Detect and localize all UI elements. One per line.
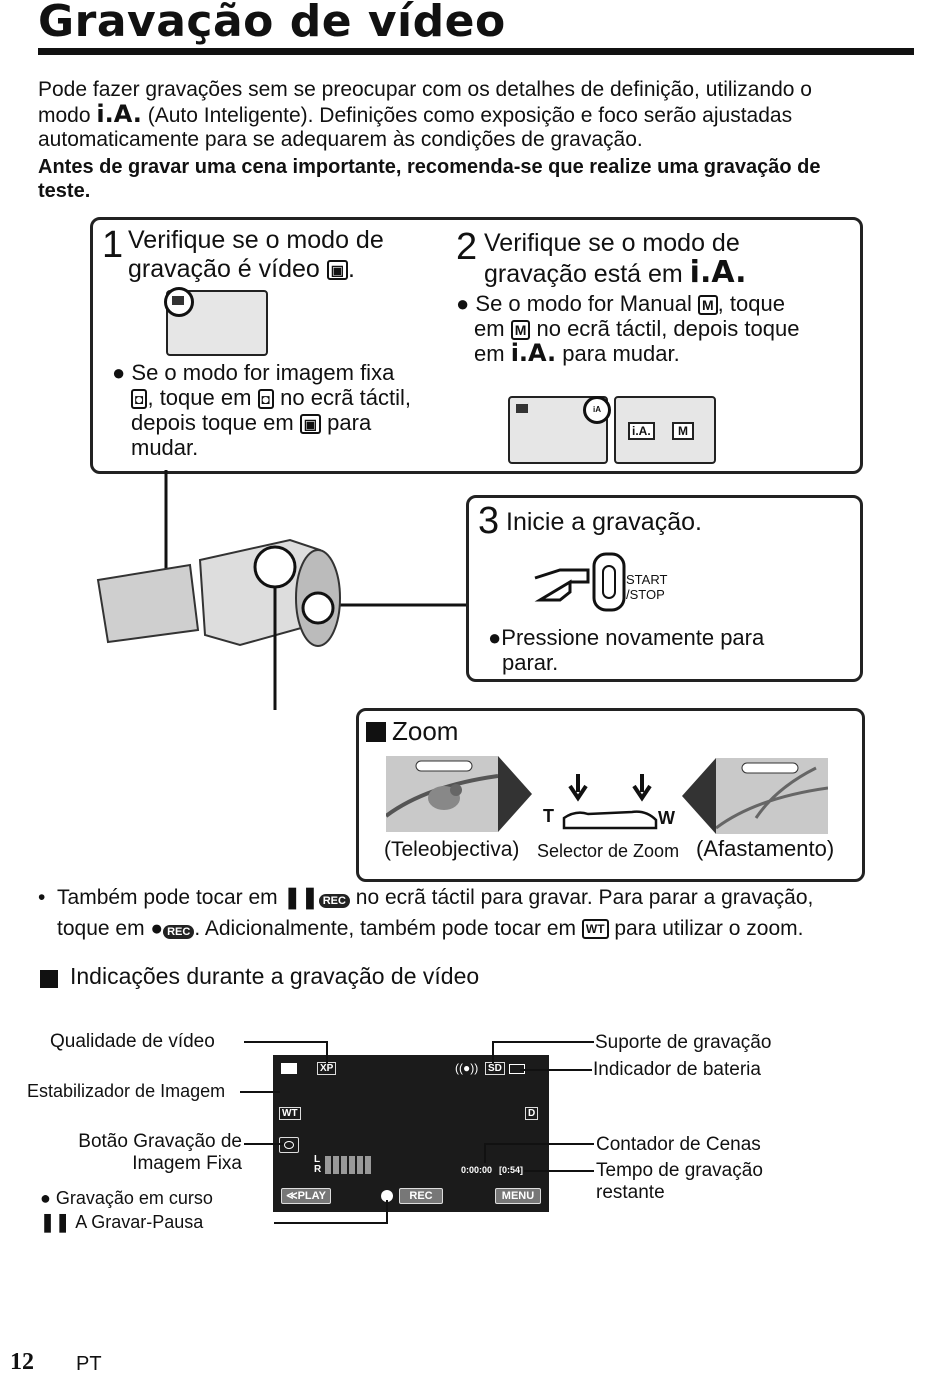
tele-photo <box>384 756 499 832</box>
step-3-box <box>466 495 863 682</box>
page-number: 12 <box>10 1349 34 1375</box>
intro-line-3: automaticamente para se adequarem às con… <box>38 128 643 151</box>
sd-media-icon: SD <box>485 1062 505 1075</box>
label-still-button: Botão Gravação de Imagem Fixa <box>78 1131 242 1174</box>
step-2-bullet: ● Se o modo for Manual M, toque em M no … <box>456 291 800 367</box>
ia-icon-highlight: iA <box>583 396 611 424</box>
stabilizer-icon: ((●)) <box>455 1061 479 1075</box>
tele-arrow-icon <box>498 756 532 832</box>
warning-text: Antes de gravar uma cena importante, rec… <box>38 156 821 202</box>
video-icon-highlight <box>164 287 194 317</box>
ia-icon: i.A. <box>510 339 557 367</box>
camcorder-illustration <box>96 470 466 710</box>
menu-button[interactable]: MENU <box>495 1188 541 1204</box>
square-bullet-icon <box>40 970 58 988</box>
page-title: Gravação de vídeo <box>38 0 506 47</box>
scene-counter: 0:00:00 <box>461 1165 493 1175</box>
play-button[interactable]: ≪PLAY <box>281 1188 331 1204</box>
label-scene-counter: Contador de Cenas <box>596 1134 761 1155</box>
zoom-lever-highlight <box>253 545 297 589</box>
video-quality-icon: XP <box>317 1062 337 1075</box>
recording-dot-icon <box>381 1190 393 1202</box>
manual-mode-button[interactable]: M <box>672 422 694 440</box>
video-mode-icon: ▣ <box>326 260 348 281</box>
touch-note: • Também pode tocar em ❚❚REC no ecrã tác… <box>38 886 814 940</box>
manual-icon: M <box>698 295 718 316</box>
label-media: Suporte de gravação <box>595 1032 772 1053</box>
label-video-quality: Qualidade de vídeo <box>50 1031 215 1052</box>
ia-icon: i.A. <box>689 255 747 290</box>
title-rule <box>38 48 914 55</box>
step-2-title: Verifique se o modo de gravação está em … <box>484 229 747 290</box>
wide-arrow-icon <box>682 758 716 834</box>
intro-text: Pode fazer gravações sem se preocupar co… <box>38 78 928 152</box>
label-battery: Indicador de bateria <box>593 1059 761 1080</box>
label-stabilizer: Estabilizador de Imagem <box>27 1081 226 1101</box>
hand-pressing-icon <box>534 552 626 612</box>
square-bullet-icon <box>366 722 386 742</box>
language-code: PT <box>76 1353 102 1375</box>
camera-icon: ◘ <box>257 389 275 410</box>
mode-select-screen: i.A. M <box>614 396 716 464</box>
ia-icon: i.A. <box>96 100 142 128</box>
start-stop-highlight <box>301 591 335 625</box>
still-capture-button[interactable] <box>279 1137 299 1153</box>
manual-icon: M <box>510 320 531 341</box>
wide-label: (Afastamento) <box>696 836 835 861</box>
tele-label: (Teleobjectiva) <box>384 838 520 861</box>
label-remaining: Tempo de gravação restante <box>596 1160 763 1203</box>
ia-mode-button[interactable]: i.A. <box>628 422 655 440</box>
step-3-title: Inicie a gravação. <box>506 508 702 536</box>
step-1-bullet: ● Se o modo for imagem fixa ◘, toque em … <box>112 360 411 460</box>
video-mode-icon[interactable] <box>281 1063 297 1074</box>
intro-line-1: Pode fazer gravações sem se preocupar co… <box>38 78 812 101</box>
rec-icon: REC <box>163 925 195 939</box>
step-1-title: Verifique se o modo de gravação é vídeo … <box>128 226 384 283</box>
remaining-time: [0:54] <box>499 1165 524 1175</box>
step-3-bullet: ●Pressione novamente para parar. <box>488 625 765 675</box>
wt-zoom-button[interactable]: WT <box>279 1107 301 1120</box>
zoom-title: Zoom <box>392 716 459 746</box>
display-button[interactable]: D <box>525 1107 539 1120</box>
step-1-number: 1 <box>102 224 124 266</box>
label-recording: ● Gravação em curso <box>40 1188 213 1208</box>
rec-icon: REC <box>318 894 350 908</box>
rec-button[interactable]: REC <box>399 1188 443 1204</box>
zoom-selector-label: Selector de Zoom <box>537 841 680 861</box>
audio-level-meter <box>325 1156 371 1174</box>
start-stop-label: START /STOP <box>626 572 668 602</box>
tele-letter: T <box>543 806 554 826</box>
wide-photo <box>715 758 829 834</box>
wide-letter: W <box>658 808 675 828</box>
step-3-number: 3 <box>478 500 500 542</box>
wt-icon: WT <box>581 919 609 940</box>
label-pause: ❚❚ A Gravar-Pausa <box>40 1212 204 1232</box>
camera-icon: ◘ <box>131 389 148 410</box>
intro-line-2: modo i.A. (Auto Inteligente). Definições… <box>38 100 793 128</box>
indications-title: Indicações durante a gravação de vídeo <box>70 963 480 989</box>
step-2-number: 2 <box>456 226 478 268</box>
zoom-lever-icon <box>562 774 658 830</box>
video-icon <box>516 404 528 413</box>
video-mode-icon: ▣ <box>299 414 322 435</box>
